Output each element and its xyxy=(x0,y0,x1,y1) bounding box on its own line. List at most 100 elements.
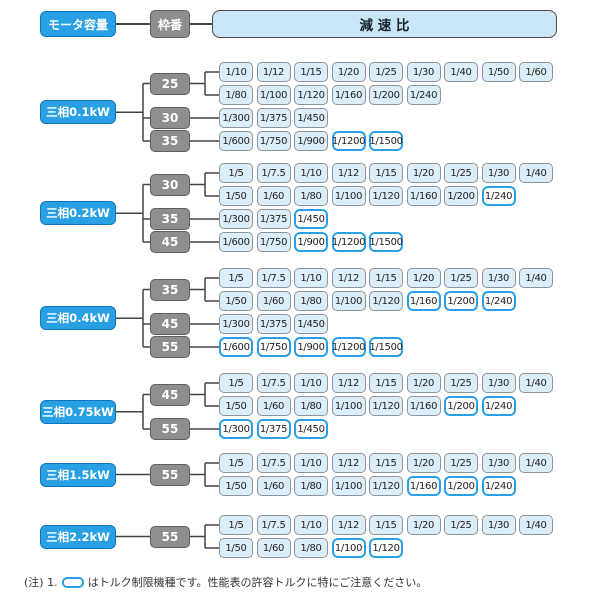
motor-capacity-box: 三相0.1kW xyxy=(40,100,116,125)
ratio-box: 1/12 xyxy=(331,163,366,183)
frame-size-box: 45 xyxy=(150,383,190,406)
ratio-box: 1/450 xyxy=(294,108,328,128)
ratio-box: 1/7.5 xyxy=(256,515,291,535)
ratio-box-torque-limited: 1/450 xyxy=(294,419,328,439)
ratio-box: 1/40 xyxy=(444,62,478,82)
ratio-box: 1/40 xyxy=(519,163,553,183)
connector-lines xyxy=(116,277,219,348)
ratio-box: 1/25 xyxy=(444,373,478,393)
ratio-box-torque-limited: 1/600 xyxy=(219,337,253,357)
ratio-box: 1/5 xyxy=(219,268,253,288)
ratio-box: 1/25 xyxy=(444,268,478,288)
ratio-box-torque-limited: 1/160 xyxy=(406,476,441,496)
ratio-box-torque-limited: 1/200 xyxy=(444,396,478,416)
ratio-box-torque-limited: 1/750 xyxy=(256,337,291,357)
ratio-box: 1/80 xyxy=(294,476,328,496)
frame-size-box: 55 xyxy=(150,336,190,358)
ratio-box-torque-limited: 1/240 xyxy=(481,396,516,416)
frame-size-box: 30 xyxy=(150,107,190,129)
ratio-box: 1/40 xyxy=(519,515,553,535)
ratio-box: 1/30 xyxy=(481,453,516,473)
motor-capacity-box: 三相1.5kW xyxy=(40,462,116,487)
ratio-box: 1/50 xyxy=(219,476,253,496)
ratio-box-torque-limited: 1/240 xyxy=(481,291,516,311)
ratio-box: 1/20 xyxy=(406,373,441,393)
ratio-box: 1/25 xyxy=(444,163,478,183)
ratio-box: 1/100 xyxy=(256,85,291,105)
motor-capacity-box: 三相0.2kW xyxy=(40,201,116,226)
ratio-box: 1/120 xyxy=(369,186,403,206)
ratio-box: 1/30 xyxy=(406,62,441,82)
ratio-box: 1/120 xyxy=(369,291,403,311)
ratio-box: 1/30 xyxy=(481,515,516,535)
ratio-box: 1/375 xyxy=(256,209,291,229)
footnote: (注) 1. はトルク制限機種です。性能表の許容トルクに特にご注意ください。 xyxy=(24,574,427,590)
ratio-box: 1/80 xyxy=(294,186,328,206)
ratio-box: 1/50 xyxy=(219,396,253,416)
ratio-box: 1/15 xyxy=(369,515,403,535)
ratio-box: 1/240 xyxy=(406,85,441,105)
ratio-box: 1/7.5 xyxy=(256,453,291,473)
footnote-text: はトルク制限機種です。性能表の許容トルクに特にご注意ください。 xyxy=(87,576,428,589)
ratio-box: 1/20 xyxy=(406,515,441,535)
ratio-box: 1/80 xyxy=(294,538,328,558)
ratio-box: 1/60 xyxy=(256,291,291,311)
motor-capacity-box: 三相2.2kW xyxy=(40,524,116,549)
ratio-box-torque-limited: 1/200 xyxy=(444,476,478,496)
ratio-box: 1/5 xyxy=(219,515,253,535)
ratio-box: 1/10 xyxy=(294,373,328,393)
ratio-box: 1/60 xyxy=(256,396,291,416)
frame-size-box: 55 xyxy=(150,418,190,440)
ratio-box: 1/200 xyxy=(369,85,403,105)
ratio-box: 1/20 xyxy=(331,62,366,82)
ratio-box: 1/60 xyxy=(519,62,553,82)
ratio-box: 1/375 xyxy=(256,108,291,128)
ratio-box: 1/30 xyxy=(481,163,516,183)
ratio-box-torque-limited: 1/200 xyxy=(444,291,478,311)
ratio-box-torque-limited: 1/160 xyxy=(406,291,441,311)
ratio-box-torque-limited: 1/1500 xyxy=(369,337,403,357)
ratio-box: 1/10 xyxy=(294,268,328,288)
ratio-box: 1/40 xyxy=(519,373,553,393)
ratio-box: 1/7.5 xyxy=(256,373,291,393)
ratio-box: 1/100 xyxy=(331,291,366,311)
ratio-box: 1/25 xyxy=(444,515,478,535)
ratio-box-torque-limited: 1/1200 xyxy=(331,232,366,252)
ratio-box-torque-limited: 1/1500 xyxy=(369,131,403,151)
frame-size-box: 45 xyxy=(150,231,190,253)
ratio-box-torque-limited: 1/1200 xyxy=(331,131,366,151)
ratio-box: 1/12 xyxy=(256,62,291,82)
ratio-box: 1/80 xyxy=(294,291,328,311)
ratio-box: 1/80 xyxy=(219,85,253,105)
frame-size-box: 55 xyxy=(150,463,190,486)
ratio-box: 1/200 xyxy=(444,186,478,206)
reduction-ratio-header: 減 速 比 xyxy=(212,10,557,38)
ratio-box: 1/12 xyxy=(331,268,366,288)
ratio-box: 1/300 xyxy=(219,209,253,229)
ratio-box: 1/20 xyxy=(406,268,441,288)
ratio-box-torque-limited: 1/375 xyxy=(256,419,291,439)
connector-lines xyxy=(116,172,219,243)
ratio-box: 1/12 xyxy=(331,515,366,535)
ratio-box: 1/120 xyxy=(369,476,403,496)
ratio-box: 1/15 xyxy=(294,62,328,82)
motor-capacity-box: 三相0.75kW xyxy=(40,399,116,424)
footnote-number: (注) 1. xyxy=(24,576,58,589)
ratio-box-torque-limited: 1/120 xyxy=(369,538,403,558)
ratio-box: 1/40 xyxy=(519,268,553,288)
ratio-box: 1/50 xyxy=(481,62,516,82)
ratio-box: 1/5 xyxy=(219,373,253,393)
ratio-box: 1/80 xyxy=(294,396,328,416)
connector-lines xyxy=(116,382,219,430)
frame-size-box: 35 xyxy=(150,130,190,152)
ratio-box: 1/25 xyxy=(369,62,403,82)
ratio-box: 1/100 xyxy=(331,476,366,496)
ratio-box: 1/50 xyxy=(219,291,253,311)
ratio-box: 1/15 xyxy=(369,453,403,473)
ratio-box-torque-limited: 1/900 xyxy=(294,337,328,357)
